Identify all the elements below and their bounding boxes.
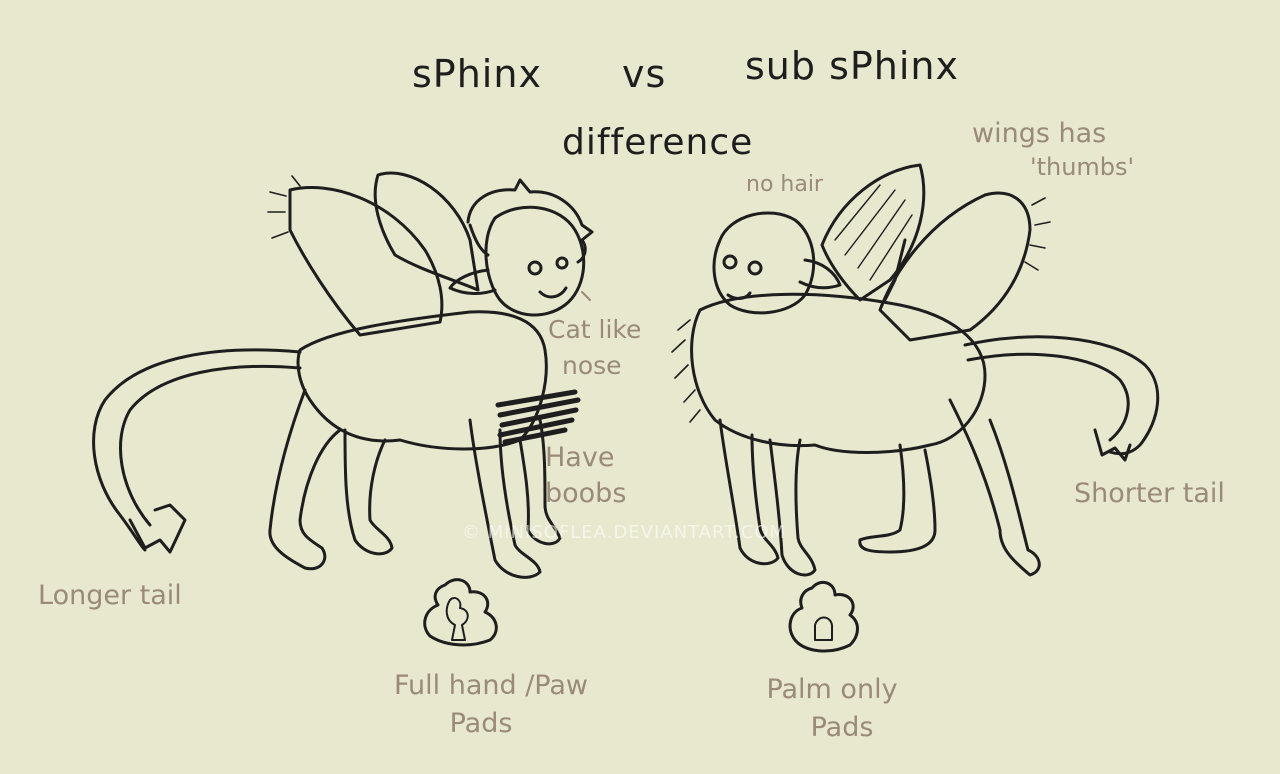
sub-sphinx-short-tail bbox=[963, 335, 1160, 456]
sphinx-head bbox=[484, 205, 586, 317]
sphinx-chest-scribble bbox=[495, 389, 581, 445]
watermark-text: © MINISOFLEA.DEVIANTART.COM bbox=[462, 522, 786, 543]
title-sub-sphinx: sub sPhinx bbox=[745, 44, 960, 88]
label-cat-nose-line1: Cat like bbox=[548, 315, 642, 344]
sub-sphinx-front-wing bbox=[878, 191, 1032, 342]
label-longer-tail: Longer tail bbox=[38, 580, 182, 611]
label-wings-thumbs-line1: wings has bbox=[972, 118, 1107, 149]
sub-sphinx-back-wing bbox=[820, 163, 926, 302]
sphinx-back-leg-right bbox=[343, 428, 394, 556]
sphinx-front-leg-right bbox=[518, 418, 562, 546]
label-wings-thumbs-line2: 'thumbs' bbox=[1030, 153, 1135, 181]
sub-sphinx-tail-tip bbox=[1093, 428, 1132, 462]
sub-sphinx-figure bbox=[671, 163, 1160, 577]
title-vs: vs bbox=[622, 52, 667, 96]
sphinx-ear bbox=[448, 268, 497, 295]
sub-sphinx-front-leg-right bbox=[768, 438, 817, 577]
label-no-hair: no hair bbox=[746, 172, 823, 197]
palm-pad-diagram bbox=[788, 580, 859, 653]
label-cat-nose-line2: nose bbox=[562, 351, 622, 380]
sphinx-front-leg-left bbox=[468, 418, 542, 579]
sphinx-figure bbox=[92, 171, 594, 579]
sphinx-eye-right bbox=[555, 256, 569, 270]
sphinx-back-leg-left bbox=[268, 388, 342, 571]
sphinx-tail-tuft bbox=[128, 503, 187, 554]
sub-sphinx-head bbox=[712, 211, 816, 315]
sub-sphinx-back-wing-hatch bbox=[834, 184, 913, 281]
sphinx-smile bbox=[538, 286, 568, 299]
sub-sphinx-back-leg-left bbox=[858, 443, 937, 554]
sub-sphinx-mouth bbox=[726, 291, 752, 300]
label-have-boobs-line2: boobs bbox=[545, 478, 627, 509]
title-difference: difference bbox=[562, 122, 754, 163]
sub-sphinx-wing-thumb bbox=[883, 238, 907, 302]
cat-nose-pointer bbox=[581, 291, 591, 301]
sphinx-eye-left bbox=[527, 260, 543, 276]
sphinx-wing-feathers bbox=[267, 175, 301, 239]
sphinx-hair bbox=[466, 178, 594, 264]
sub-sphinx-back-leg-right bbox=[948, 398, 1041, 577]
sphinx-back-wing bbox=[373, 171, 480, 292]
label-palm-pads-line2: Pads bbox=[810, 712, 874, 743]
sub-sphinx-wing-feathers bbox=[1024, 197, 1051, 271]
label-shorter-tail: Shorter tail bbox=[1074, 478, 1225, 509]
label-palm-pads-line1: Palm only bbox=[766, 674, 898, 705]
sub-sphinx-ear bbox=[798, 258, 842, 290]
sphinx-long-tail bbox=[92, 348, 302, 552]
sub-sphinx-body bbox=[690, 292, 987, 454]
label-full-pads-line1: Full hand /Paw bbox=[393, 670, 589, 701]
label-full-pads-line2: Pads bbox=[449, 708, 513, 739]
full-paw-pad-diagram bbox=[423, 578, 498, 647]
sub-sphinx-eye-left bbox=[722, 254, 738, 270]
sphinx-front-wing bbox=[288, 186, 444, 337]
sub-sphinx-eye-right bbox=[747, 260, 763, 276]
sub-sphinx-chest-fur bbox=[671, 319, 701, 423]
sub-sphinx-front-leg-left bbox=[718, 418, 780, 566]
title-sphinx: sPhinx bbox=[412, 52, 542, 96]
label-have-boobs-line1: Have bbox=[545, 442, 615, 473]
sphinx-body bbox=[296, 310, 548, 451]
